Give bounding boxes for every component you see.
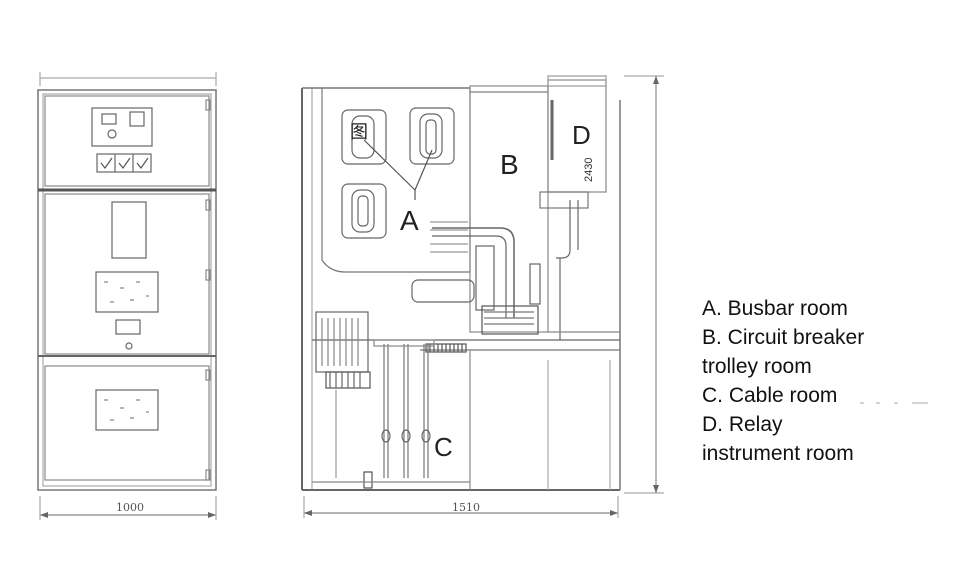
section-view (301, 75, 664, 518)
busbar-room (321, 88, 471, 273)
dim-front-width: 1000 (116, 501, 144, 514)
breaker-room (469, 91, 549, 333)
dim-side-width: 1510 (452, 501, 480, 514)
legend-item-d-cont: instrument room (702, 442, 854, 465)
front-breaker-panel (44, 193, 210, 355)
front-view (37, 72, 217, 520)
legend-item-a: A. Busbar room (702, 297, 848, 320)
legend-item-c: C. Cable room (702, 384, 838, 407)
label-c: C (434, 432, 453, 462)
dim-height: 2430 (583, 158, 595, 182)
legend-item-d: D. Relay (702, 413, 783, 436)
label-chinese-char: 图 (350, 122, 368, 142)
label-b: B (500, 149, 519, 180)
label-a: A (400, 205, 419, 236)
legend-item-b-cont: trolley room (702, 355, 812, 378)
front-cable-panel (44, 365, 210, 481)
front-relay-panel (44, 95, 210, 187)
label-d: D (572, 120, 591, 150)
legend: A. Busbar room B. Circuit breaker trolle… (702, 294, 942, 468)
legend-item-b: B. Circuit breaker (702, 326, 865, 349)
current-transformer (315, 311, 369, 373)
